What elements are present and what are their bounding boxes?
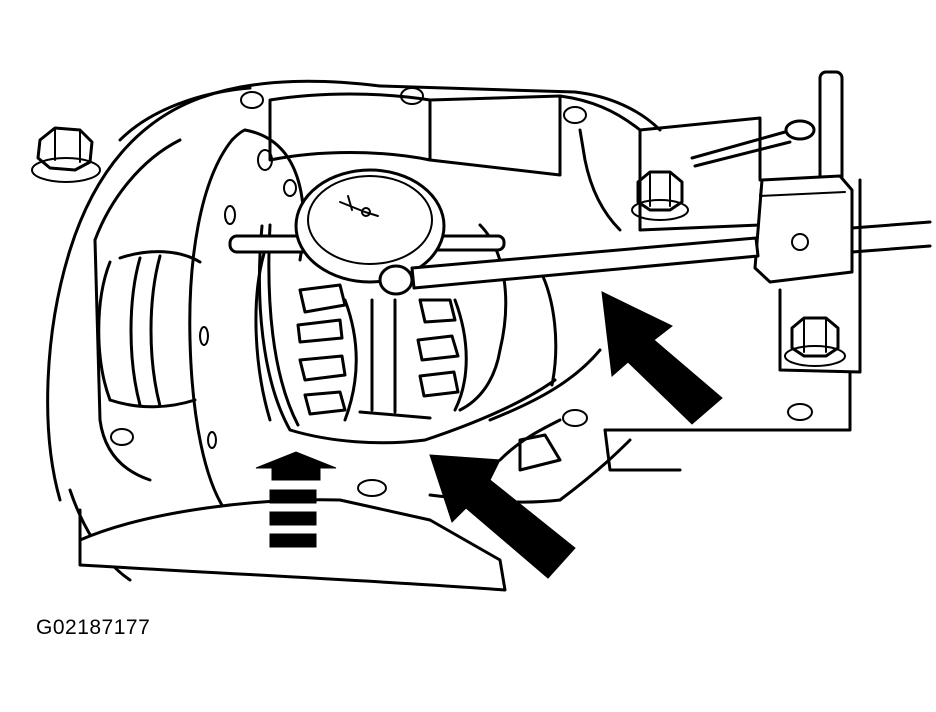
spider-gears xyxy=(296,283,468,422)
right-mounting-plate xyxy=(603,116,862,472)
indicator-support-rod xyxy=(690,70,844,184)
right-lower-bolt xyxy=(784,316,846,367)
side-bearing-cup xyxy=(97,250,202,409)
dial-indicator xyxy=(228,168,506,284)
right-upper-bolt xyxy=(631,170,689,221)
lift-direction-arrow xyxy=(255,451,337,548)
pointer-arrow-lower xyxy=(429,454,576,579)
left-mounting-bolt xyxy=(31,126,101,183)
indicator-arm xyxy=(378,236,760,296)
housing-top-flange xyxy=(240,87,642,202)
ring-gear-flange xyxy=(188,128,305,512)
magnetic-base xyxy=(753,174,932,284)
pointer-arrow-right xyxy=(601,291,723,425)
figure-id-label: G02187177 xyxy=(36,616,151,639)
